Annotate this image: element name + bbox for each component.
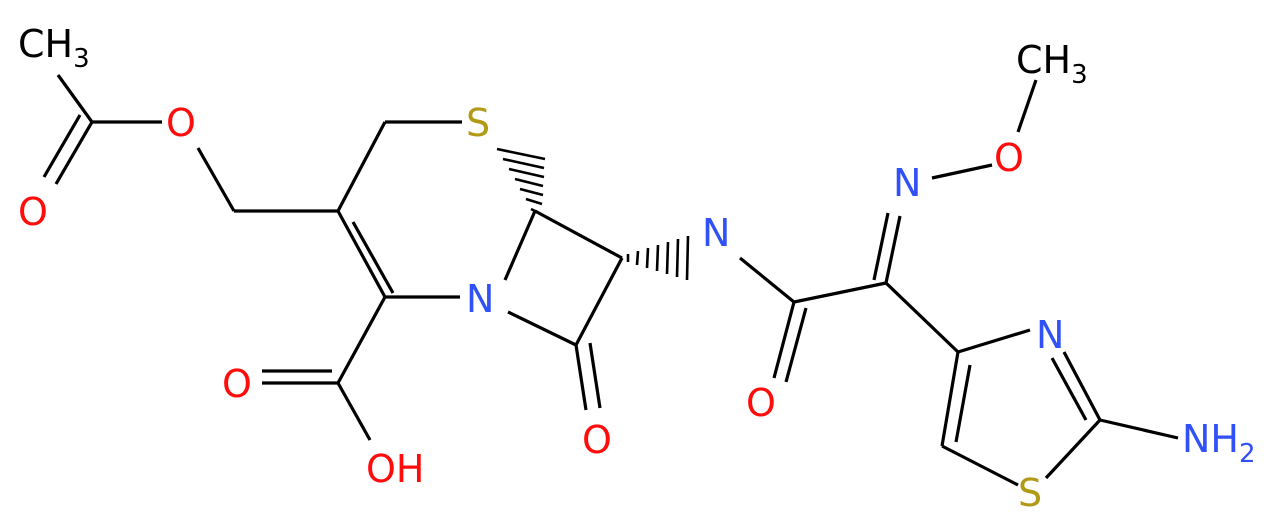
bond-c-o-double-a (54, 121, 94, 185)
hashed-wedge-c6-s (496, 147, 546, 215)
label-nh2: NH2 (1182, 417, 1256, 469)
bond-n-o-oxime (931, 163, 993, 180)
bond-thz-c4-c5-b (954, 364, 972, 443)
label-o-lactam: O (582, 418, 612, 462)
label-s-ring: S (466, 101, 490, 145)
bond-c7-c8 (574, 257, 624, 346)
label-o-amide-carbonyl: O (746, 381, 776, 425)
bond-c-o-double-b (42, 114, 82, 178)
bond-thz-c2-n3-b (1050, 357, 1088, 421)
bond-thz-c4-c5-a (940, 351, 960, 447)
bond-c4-cooh (336, 296, 387, 384)
bond-c3-c4-b (351, 221, 395, 294)
bond-coxime-thiazole (884, 281, 960, 354)
bond-thz-s1-c2 (1044, 418, 1102, 480)
label-o-ester: O (166, 101, 196, 145)
bond-c8-o-a (574, 344, 588, 411)
bond-nh-camide (738, 256, 796, 304)
bond-c3-c4-a (336, 210, 387, 298)
bond-thz-c5-s1 (941, 444, 1019, 487)
bond-thz-c2-n3-a (1062, 351, 1102, 421)
label-n-oxime: N (893, 161, 921, 205)
bond-n-c6 (503, 210, 537, 281)
bond-o-ch3 (1016, 79, 1038, 133)
label-o-oxime: O (994, 136, 1024, 180)
bond-camide-o-b (784, 307, 808, 383)
label-nh-amide: N (702, 211, 730, 255)
bond-ch3-c (56, 74, 94, 123)
label-ch3-methoxy: CH3 (1016, 38, 1088, 90)
atom-labels: CH3 O O S N N O O OH O N O CH3 N S NH2 (18, 22, 1256, 515)
label-n-lactam: N (466, 277, 494, 321)
bond-coxime-n-a (884, 215, 902, 284)
label-o-carbonyl-acetyl: O (18, 190, 48, 234)
bond-oester-ch2 (196, 147, 236, 212)
bond-cooh-oh (336, 382, 372, 441)
hashed-wedge-c7-nh (626, 235, 690, 281)
label-o-acid-carbonyl: O (222, 362, 252, 406)
bond-coxime-n-b (872, 212, 890, 281)
bond-thz-c4-n3 (957, 328, 1031, 354)
label-oh-acid: OH (366, 447, 424, 491)
bond-c3-ch2ring (336, 121, 387, 212)
bonds (42, 74, 1179, 487)
bond-n-c8 (507, 310, 577, 347)
bond-c6-c7 (534, 209, 623, 260)
bond-c8-o-b (588, 342, 602, 409)
bond-camide-coxime (793, 281, 887, 304)
label-n-thiazole: N (1036, 313, 1064, 357)
label-ch3-acetyl: CH3 (18, 22, 90, 74)
bond-camide-o-a (772, 301, 796, 379)
bond-thz-c2-nh2 (1099, 418, 1179, 440)
label-s-thiazole: S (1018, 471, 1042, 515)
